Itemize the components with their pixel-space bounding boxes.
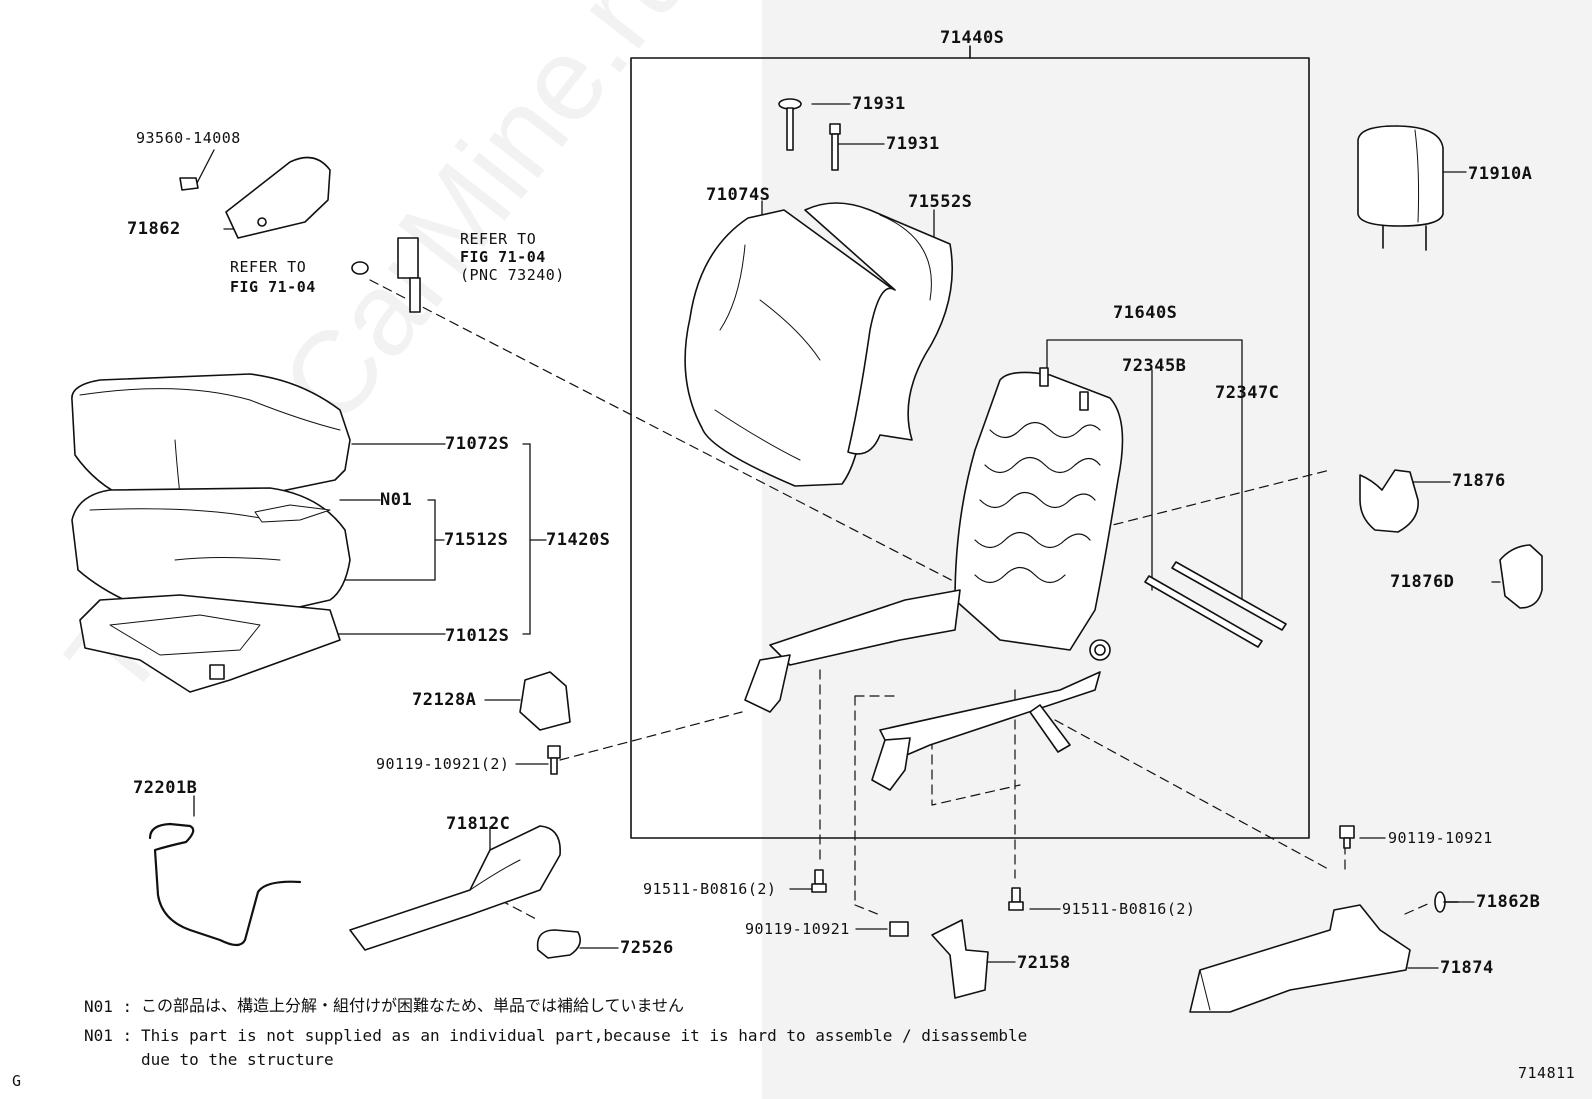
label-91511-B0816-left: 91511-B0816(2) — [643, 880, 777, 898]
seatback-pad-71552S — [804, 202, 953, 455]
label-71512S: 71512S — [444, 530, 509, 550]
label-71910A: 71910A — [1468, 164, 1533, 184]
label-N01: N01 — [380, 490, 413, 510]
label-71931-lower: 71931 — [886, 134, 940, 154]
label-71876D: 71876D — [1390, 572, 1455, 592]
seatback-frame-71640S — [954, 367, 1124, 661]
label-72347C: 72347C — [1215, 383, 1280, 403]
label-72526: 72526 — [620, 938, 674, 958]
label-91511-B0816-right: 91511-B0816(2) — [1062, 900, 1196, 918]
bolt-91511-b — [1008, 887, 1024, 911]
note-prefix-jp: N01 : — [84, 997, 133, 1016]
dashed-alignment-lines — [369, 279, 1431, 921]
note-english-line1: This part is not supplied as an individu… — [141, 1026, 1028, 1045]
label-71876: 71876 — [1452, 471, 1506, 491]
label-71812C: 71812C — [446, 814, 511, 834]
rods-72345B-72347C — [1144, 561, 1287, 648]
refer-to-left-line1: REFER TO — [230, 258, 307, 276]
clip-71862B — [1434, 891, 1459, 913]
knob-72526 — [536, 929, 581, 959]
refer-to-left-line2: FIG 71-04 — [230, 278, 316, 296]
screw-93560-14008 — [179, 177, 199, 191]
refer-to-right-line2: FIG 71-04 — [460, 248, 546, 266]
label-72128A: 72128A — [412, 690, 477, 710]
label-71862B: 71862B — [1476, 892, 1541, 912]
cover-71876 — [1359, 469, 1419, 533]
bolt-90119-c — [1339, 825, 1355, 849]
label-90119-10921-right: 90119-10921 — [1388, 829, 1493, 847]
refer-to-right-line1: REFER TO — [460, 230, 537, 248]
label-71440S: 71440S — [940, 28, 1005, 48]
headrest-71910A — [1357, 125, 1444, 251]
label-71420S: 71420S — [546, 530, 611, 550]
label-72158: 72158 — [1017, 953, 1071, 973]
shaded-background-panel — [762, 0, 1592, 1099]
wire-72201B — [148, 822, 302, 947]
refer-to-right-line3: (PNC 73240) — [460, 266, 565, 284]
seat-rails-frame — [744, 589, 1101, 791]
label-72201B: 72201B — [133, 778, 198, 798]
note-english-line2: due to the structure — [141, 1050, 334, 1069]
label-71640S: 71640S — [1113, 303, 1178, 323]
bracket-72158 — [931, 919, 989, 999]
buckle-part — [351, 237, 421, 313]
cover-71862 — [225, 156, 331, 239]
cover-71876D — [1499, 544, 1543, 609]
label-71074S: 71074S — [706, 185, 771, 205]
note-prefix-en: N01 : — [84, 1026, 133, 1045]
label-71552S: 71552S — [908, 192, 973, 212]
corner-letter: G — [12, 1072, 22, 1090]
bolts-71931 — [778, 98, 841, 171]
figure-number: 714811 — [1518, 1064, 1576, 1082]
label-71012S: 71012S — [445, 626, 510, 646]
label-71931-upper: 71931 — [852, 94, 906, 114]
cover-72128A — [519, 671, 571, 731]
cushion-pad-71512S — [71, 487, 351, 626]
cover-71812C — [349, 825, 561, 951]
label-90119-10921-bottom: 90119-10921 — [745, 920, 850, 938]
seatback-cover-71074S — [684, 209, 895, 487]
bolt-91511-a — [811, 869, 827, 893]
bolt-90119-a — [547, 745, 561, 775]
label-71072S: 71072S — [445, 434, 510, 454]
cover-71874 — [1189, 904, 1411, 1013]
label-72345B: 72345B — [1122, 356, 1187, 376]
bolt-90119-b — [889, 921, 909, 937]
cushion-frame-71012S — [79, 594, 341, 693]
note-japanese: この部品は、構造上分解・組付けが困難なため、単品では補給していません — [141, 996, 685, 1015]
label-71862: 71862 — [127, 219, 181, 239]
label-93560-14008: 93560-14008 — [136, 129, 241, 147]
label-71874: 71874 — [1440, 958, 1494, 978]
label-90119-10921-2: 90119-10921(2) — [376, 755, 510, 773]
